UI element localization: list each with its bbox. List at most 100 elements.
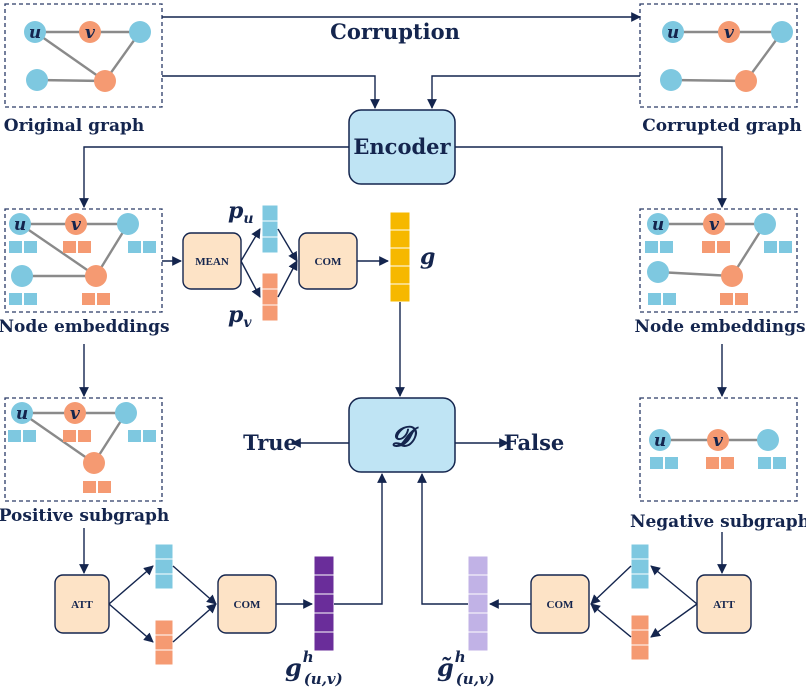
graph-node-u: [24, 21, 46, 43]
node-v-label: v: [713, 431, 724, 451]
arrow-corrupted-to-encoder: [427, 75, 640, 109]
node-embeddings-left-label: Node embeddings: [0, 317, 170, 337]
mean-label: MEAN: [195, 256, 229, 268]
graph-node: [757, 429, 779, 451]
positive-readout-vector: [313, 555, 335, 652]
negative-subgraph-label: Negative subgraph: [630, 512, 806, 532]
com-right-label: COM: [547, 599, 575, 611]
p-v-label: pv: [228, 302, 252, 331]
discriminator-box: [348, 397, 456, 473]
negative-readout-vector: [467, 555, 489, 652]
graph-node: [721, 265, 743, 287]
negative-subgraph-frame: [639, 397, 798, 502]
graph-node: [117, 213, 139, 235]
graph-node: [11, 265, 33, 287]
graph-node: [754, 213, 776, 235]
arrow-orange-to-com-right: [590, 603, 632, 638]
graph-node-v: [65, 213, 87, 235]
arrow-encoder-to-left: [79, 146, 349, 208]
graph-node: [94, 70, 116, 92]
att-left-blue-vector: [154, 543, 174, 590]
embedding-squares: [8, 430, 156, 493]
att-right-blue-vector: [630, 543, 650, 590]
p-u-vector: [261, 204, 279, 254]
arrow-orange-to-com-left: [172, 603, 217, 643]
arrows: [79, 12, 727, 643]
graph-node-u: [9, 213, 31, 235]
node-u-label: u: [29, 23, 41, 43]
node-embeddings-left-frame: [4, 208, 163, 313]
node-u-label: u: [652, 215, 664, 235]
att-right-orange-vector: [630, 614, 650, 661]
graph-node-v: [79, 21, 101, 43]
original-graph-frame: [4, 3, 163, 108]
graph-node-u: [649, 429, 671, 451]
arrow-pv-to-com: [277, 260, 298, 298]
graph-node: [26, 69, 48, 91]
node-embeddings-right-label: Node embeddings: [634, 317, 805, 337]
positive-subgraph-frame: [4, 397, 163, 502]
corrupted-graph-frame: [639, 3, 798, 108]
original-graph: u v: [24, 21, 151, 92]
positive-subgraph-label: Positive subgraph: [0, 506, 169, 526]
arrow-encoder-to-right: [455, 146, 727, 208]
graph-node: [83, 452, 105, 474]
graph-node-v: [64, 402, 86, 424]
node-v-label: v: [709, 215, 720, 235]
node-u-label: u: [667, 23, 679, 43]
arrow-blue-to-com-right: [590, 565, 632, 605]
graph-node-v: [707, 429, 729, 451]
embedding-squares: [645, 241, 792, 305]
positive-subgraph-graph: u v: [8, 402, 156, 493]
p-u-label: pu: [228, 198, 254, 227]
graph-node-u: [662, 21, 684, 43]
graph-node-u: [647, 213, 669, 235]
g-h-label: gh(u,v): [285, 648, 343, 688]
node-u-label: u: [14, 215, 26, 235]
graph-node-v: [718, 21, 740, 43]
graph-node: [85, 265, 107, 287]
att-left-orange-vector: [154, 619, 174, 666]
corrupted-graph-label: Corrupted graph: [642, 116, 802, 136]
g-h-tilde-label: g̃h(u,v): [437, 648, 495, 688]
graph-node: [735, 70, 757, 92]
graph-node-u: [11, 402, 33, 424]
arrow-blue-to-com-left: [172, 565, 217, 605]
true-label: True: [243, 430, 297, 455]
node-v-label: v: [71, 215, 82, 235]
arrow-att-right-to-blue: [650, 565, 698, 605]
arrow-readout-to-discriminator: [334, 473, 387, 605]
att-right-label: ATT: [713, 599, 735, 611]
com-top-label: COM: [315, 256, 343, 268]
graph-node: [115, 402, 137, 424]
arrow-att-right-to-orange: [650, 603, 698, 638]
node-embeddings-right-graph: u v: [645, 213, 792, 305]
arrow-pu-to-com: [277, 228, 298, 262]
corruption-label: Corruption: [330, 19, 460, 44]
arrow-mean-to-pv: [240, 260, 261, 298]
embedding-squares: [650, 457, 786, 469]
embedding-squares: [9, 241, 156, 305]
arrow-att-left-to-blue: [108, 565, 154, 605]
att-left-label: ATT: [71, 599, 93, 611]
node-v-label: v: [724, 23, 735, 43]
graph-node: [660, 69, 682, 91]
encoder-label: Encoder: [353, 134, 451, 159]
arrow-neg-readout-to-discriminator: [417, 473, 468, 605]
com-left-label: COM: [234, 599, 262, 611]
g-label: g: [420, 244, 435, 270]
false-label: False: [504, 430, 565, 455]
original-graph-label: Original graph: [4, 116, 144, 136]
node-v-label: v: [85, 23, 96, 43]
negative-subgraph-graph: u v: [649, 429, 786, 469]
graph-node: [129, 21, 151, 43]
g-vector: [389, 211, 411, 303]
graph-node: [647, 261, 669, 283]
corrupted-graph: u v: [660, 21, 793, 92]
node-embeddings-right-frame: [639, 208, 798, 313]
node-u-label: u: [654, 431, 666, 451]
p-v-vector: [261, 272, 279, 322]
node-v-label: v: [70, 404, 81, 424]
node-embeddings-left-graph: u v: [9, 213, 156, 305]
node-u-label: u: [16, 404, 28, 424]
